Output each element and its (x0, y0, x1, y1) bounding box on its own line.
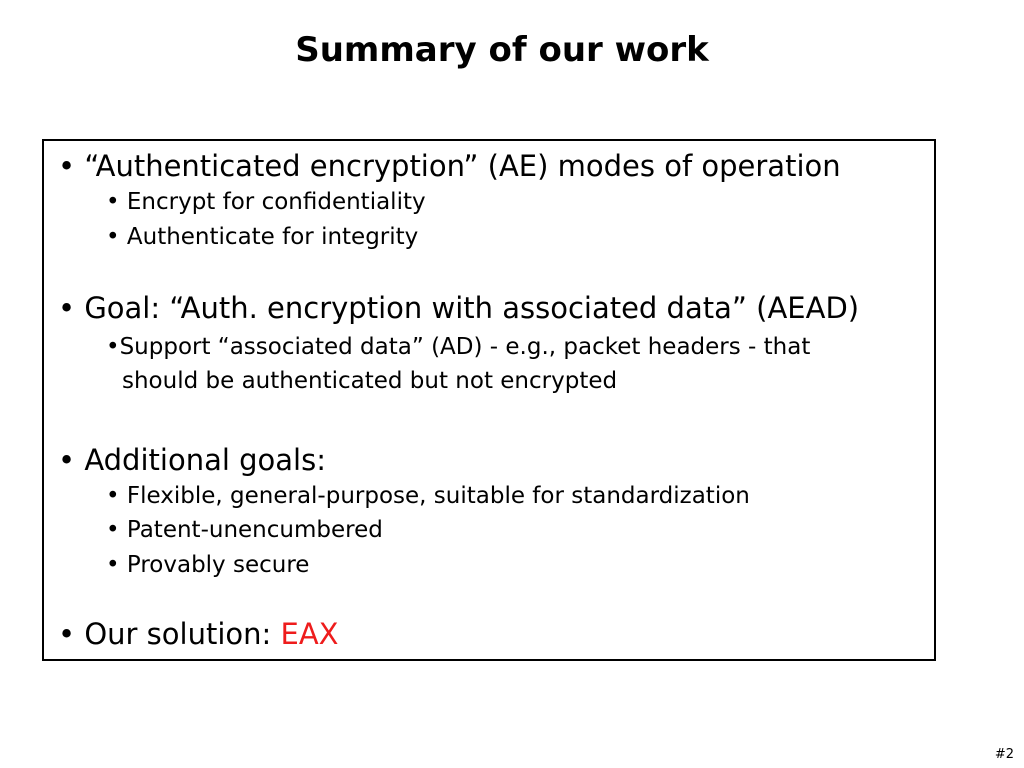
sub-bullet-patent: • Patent-unencumbered (106, 517, 383, 543)
sub-bullet-associated-data-cont: should be authenticated but not encrypte… (122, 368, 618, 394)
sub-bullet-provably-secure: • Provably secure (106, 552, 310, 578)
page-number: #2 (994, 747, 1014, 762)
bullet-ae: • “Authenticated encryption” (AE) modes … (58, 149, 841, 183)
solution-name: EAX (280, 617, 339, 651)
solution-label: • Our solution: (58, 617, 281, 651)
summary-box: • “Authenticated encryption” (AE) modes … (42, 139, 936, 661)
bullet-additional-goals: • Additional goals: (58, 443, 326, 477)
sub-bullet-authenticate: • Authenticate for integrity (106, 224, 419, 250)
slide-title: Summary of our work (295, 30, 709, 70)
bullet-our-solution: • Our solution: EAX (58, 617, 339, 651)
bullet-aead-goal: • Goal: “Auth. encryption with associate… (58, 291, 860, 325)
sub-bullet-encrypt: • Encrypt for confidentiality (106, 189, 426, 215)
sub-bullet-flexible: • Flexible, general-purpose, suitable fo… (106, 483, 750, 509)
sub-bullet-associated-data: •Support “associated data” (AD) - e.g., … (106, 334, 811, 360)
